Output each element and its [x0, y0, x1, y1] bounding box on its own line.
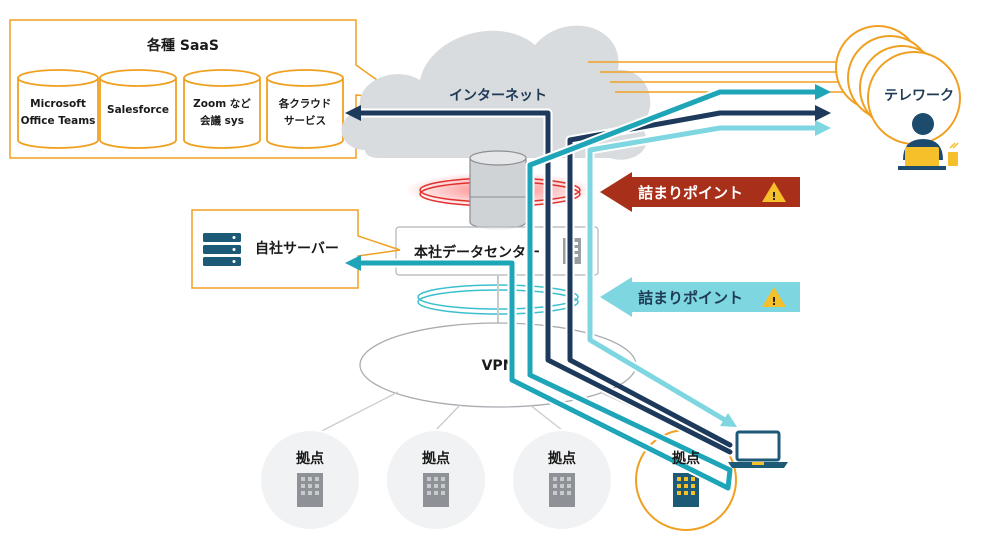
saas-service-label: Salesforce: [107, 104, 169, 116]
svg-text:!: !: [771, 190, 776, 203]
saas-service-label: Zoom など: [193, 97, 251, 110]
navy-arrowhead: [345, 105, 361, 121]
vpn-label: VPN: [482, 358, 515, 374]
branch-2: 拠点: [385, 429, 487, 531]
saas-service-label: 各クラウド: [278, 97, 332, 110]
internet-label: インターネット: [449, 88, 547, 104]
warning-icon: !: [762, 287, 786, 308]
saas-service-cloud: 各クラウド サービス: [266, 69, 344, 149]
internet-cloud: インターネット: [341, 25, 651, 160]
branch-label: 拠点: [422, 450, 450, 467]
datacenter-label: 本社データセンター: [414, 244, 540, 261]
own-server-group: 自社サーバー: [191, 209, 401, 289]
own-server-label: 自社サーバー: [255, 240, 339, 257]
branch-label: 拠点: [296, 450, 324, 467]
building-icon: [297, 473, 323, 507]
building-icon: [673, 473, 699, 507]
branch-label: 拠点: [548, 450, 576, 467]
saas-service-zoom: Zoom など 会議 sys: [183, 69, 261, 149]
building-icon: [423, 473, 449, 507]
bottleneck-cyan-label: 詰まりポイント: [638, 289, 743, 307]
light-teal-arrowhead: [815, 120, 831, 136]
telework-node: テレワーク: [835, 25, 961, 170]
traffic-paths: [345, 84, 831, 493]
saas-service-label: Microsoft: [30, 98, 86, 110]
branch-1: 拠点: [259, 429, 361, 531]
warning-icon: !: [762, 182, 786, 203]
server-rack-icon: [203, 233, 241, 266]
branch-3: 拠点: [511, 429, 613, 531]
saas-group: 各種 SaaS Microsoft Office Teams Salesforc…: [9, 19, 408, 159]
saas-service-ms: Microsoft Office Teams: [17, 69, 99, 149]
saas-service-label: 会議 sys: [200, 114, 244, 127]
saas-service-label: サービス: [284, 114, 326, 127]
svg-text:!: !: [771, 295, 776, 308]
laptop-icon: [728, 430, 788, 468]
teal-arrowhead: [815, 84, 831, 100]
building-icon: [549, 473, 575, 507]
bottleneck-callout-red: 詰まりポイント !: [600, 172, 800, 212]
bottleneck-callout-cyan: 詰まりポイント !: [600, 277, 800, 317]
person-laptop-icon: [898, 113, 959, 170]
bottleneck-red-label: 詰まりポイント: [638, 184, 743, 202]
telework-label: テレワーク: [884, 88, 954, 104]
vpn-ellipse: VPN: [359, 322, 637, 408]
navy-arrowhead: [815, 105, 831, 121]
saas-service-salesforce: Salesforce: [99, 69, 177, 149]
saas-service-label: Office Teams: [21, 115, 96, 127]
datacenter-server-cylinder: [469, 150, 527, 230]
light-teal-arrowhead: [720, 413, 737, 427]
saas-title: 各種 SaaS: [146, 37, 219, 54]
teal-arrowhead: [345, 255, 361, 271]
branch-label: 拠点: [672, 450, 700, 467]
